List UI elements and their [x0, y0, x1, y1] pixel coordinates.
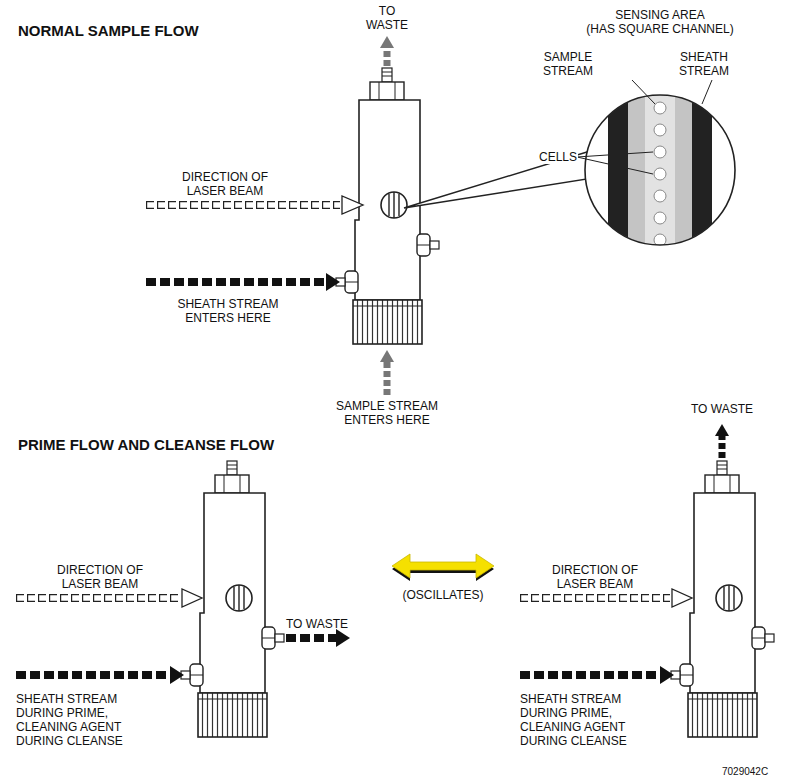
- inlet-label: SHEATH STREAM DURING PRIME, CLEANING AGE…: [16, 692, 136, 748]
- motion-label: (OSCILLATES): [393, 588, 493, 602]
- inlet-label: SHEATH STREAM ENTERS HERE: [172, 297, 284, 325]
- beam-label: DIRECTION OF LASER BEAM: [45, 563, 155, 591]
- beam-label: DIRECTION OF LASER BEAM: [170, 170, 280, 198]
- inlet-label: SAMPLE STREAM ENTERS HERE: [331, 399, 443, 427]
- stream-label: CELLS: [538, 150, 578, 164]
- inlet-label: SHEATH STREAM DURING PRIME, CLEANING AGE…: [520, 692, 640, 748]
- beam-label: DIRECTION OF LASER BEAM: [540, 563, 650, 591]
- figure-number: 7029042C: [722, 766, 782, 778]
- flow-label: TO WASTE: [682, 402, 762, 416]
- section-heading: NORMAL SAMPLE FLOW: [18, 22, 278, 40]
- callout-heading: SENSING AREA: [575, 8, 745, 22]
- flow-label: TO WASTE: [286, 617, 366, 631]
- section-heading: PRIME FLOW AND CLEANSE FLOW: [18, 436, 318, 454]
- stream-label: SHEATH STREAM: [670, 50, 738, 78]
- flow-label: TO WASTE: [362, 4, 412, 32]
- stream-label: SAMPLE STREAM: [534, 50, 602, 78]
- callout-heading: (HAS SQUARE CHANNEL): [575, 22, 745, 36]
